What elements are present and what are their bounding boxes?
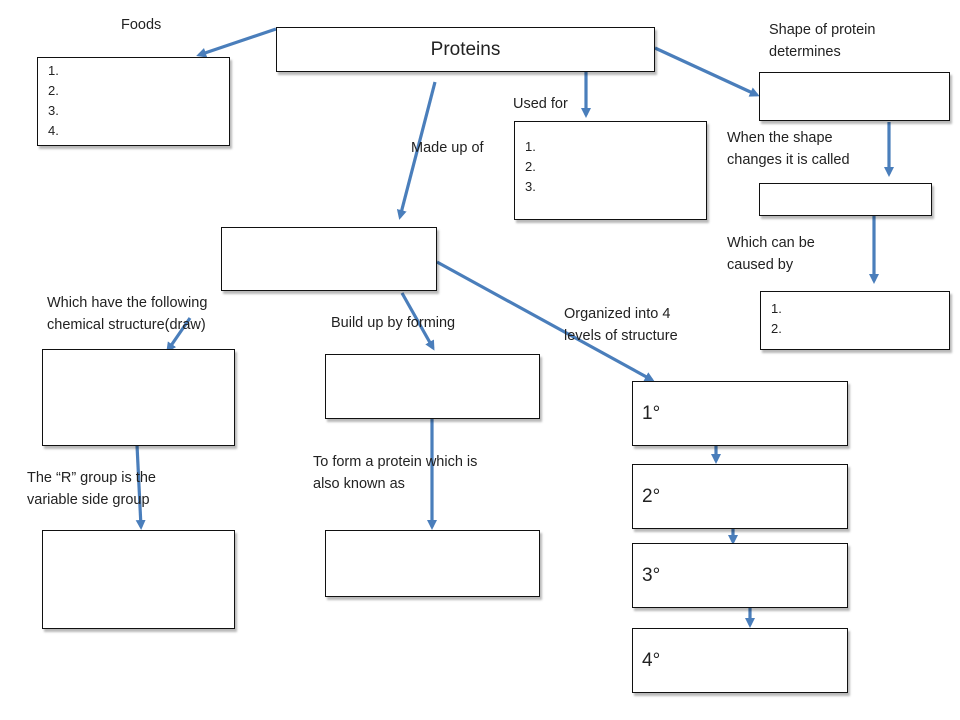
foods-label: Foods (121, 17, 162, 33)
shape-changes-label: When the shape changes it is called (727, 130, 850, 168)
level-quaternary-box[interactable]: 4° (632, 628, 848, 693)
level-tertiary-box[interactable]: 3° (632, 543, 848, 608)
caused-by-list-box[interactable]: 1. 2. (760, 291, 950, 350)
form-protein-label: To form a protein which is also known as (313, 454, 478, 492)
level-label: 3° (642, 564, 661, 586)
caused-by-label: Which can be caused by (727, 235, 815, 273)
list-item: 2. (771, 321, 782, 336)
list-item: 4. (48, 123, 59, 138)
level-label: 1° (642, 402, 661, 424)
used-for-list-box[interactable]: 1. 2. 3. (514, 121, 707, 220)
organized-label: Organized into 4 levels of structure (564, 306, 678, 344)
list-item: 2. (525, 159, 536, 174)
list-item: 1. (771, 301, 782, 316)
made-up-of-label: Made up of (411, 140, 484, 156)
r-group-label: The “R” group is the variable side group (27, 470, 156, 508)
level-label: 4° (642, 649, 661, 671)
chemical-structure-box[interactable] (42, 349, 235, 446)
polypeptide-box[interactable] (325, 530, 540, 597)
list-item: 1. (48, 63, 59, 78)
level-primary-box[interactable]: 1° (632, 381, 848, 446)
made-up-of-box[interactable] (221, 227, 437, 291)
page-title: Proteins (430, 38, 501, 60)
list-item: 2. (48, 83, 59, 98)
list-item: 3. (525, 179, 536, 194)
shape-box[interactable] (759, 72, 950, 121)
used-for-label: Used for (513, 96, 568, 112)
arrow-to-foods (196, 27, 277, 58)
chemical-structure-label: Which have the following chemical struct… (47, 295, 208, 333)
arrow-to-shape (654, 46, 760, 97)
peptide-bond-box[interactable] (325, 354, 540, 419)
level-label: 2° (642, 485, 661, 507)
build-up-label: Build up by forming (331, 315, 456, 331)
proteins-title-box: Proteins (276, 27, 655, 72)
list-item: 1. (525, 139, 536, 154)
foods-list-box[interactable]: 1. 2. 3. 4. (37, 57, 230, 146)
shape-determines-label: Shape of protein determines (769, 22, 876, 60)
r-group-box[interactable] (42, 530, 235, 629)
denaturation-box[interactable] (759, 183, 932, 216)
level-secondary-box[interactable]: 2° (632, 464, 848, 529)
list-item: 3. (48, 103, 59, 118)
